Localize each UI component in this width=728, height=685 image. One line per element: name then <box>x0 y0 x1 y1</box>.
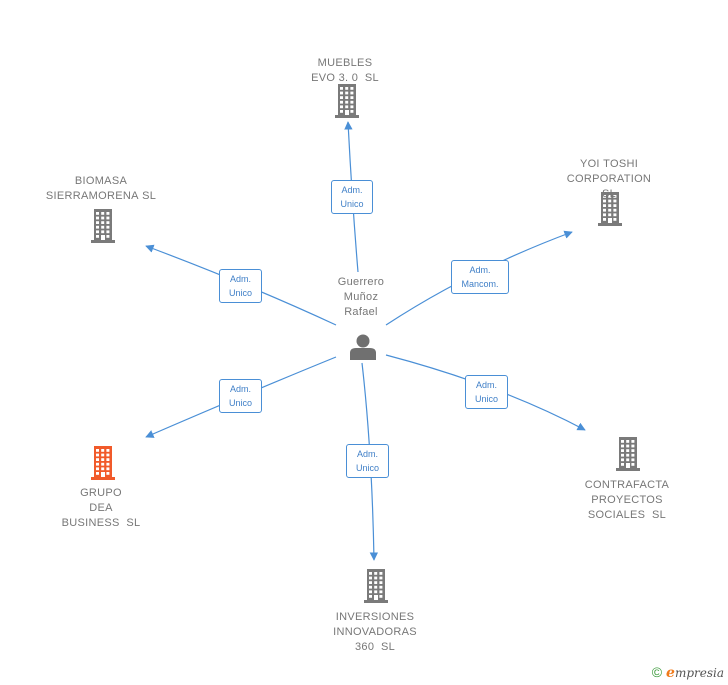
role-badge-muebles[interactable]: Adm.Unico <box>331 180 373 214</box>
building-icon-contrafacta[interactable] <box>616 437 640 471</box>
building-icon-grupo[interactable] <box>91 446 115 480</box>
role-badge-yoi[interactable]: Adm.Mancom. <box>451 260 509 294</box>
person-icon[interactable] <box>350 334 376 361</box>
icons <box>91 84 640 603</box>
building-icon-muebles[interactable] <box>335 84 359 118</box>
role-badge-grupo[interactable]: Adm.Unico <box>219 379 262 413</box>
role-badge-inversiones[interactable]: Adm.Unico <box>346 444 389 478</box>
building-icon-yoi[interactable] <box>598 192 622 226</box>
footer-brand[interactable]: ©empresia <box>652 664 724 681</box>
copyright-symbol: © <box>651 664 663 680</box>
empresia-logo: empresia <box>666 665 724 681</box>
role-badge-contrafacta[interactable]: Adm.Unico <box>465 375 508 409</box>
role-badge-biomasa[interactable]: Adm.Unico <box>219 269 262 303</box>
building-icon-biomasa[interactable] <box>91 209 115 243</box>
building-icon-inversiones[interactable] <box>364 569 388 603</box>
